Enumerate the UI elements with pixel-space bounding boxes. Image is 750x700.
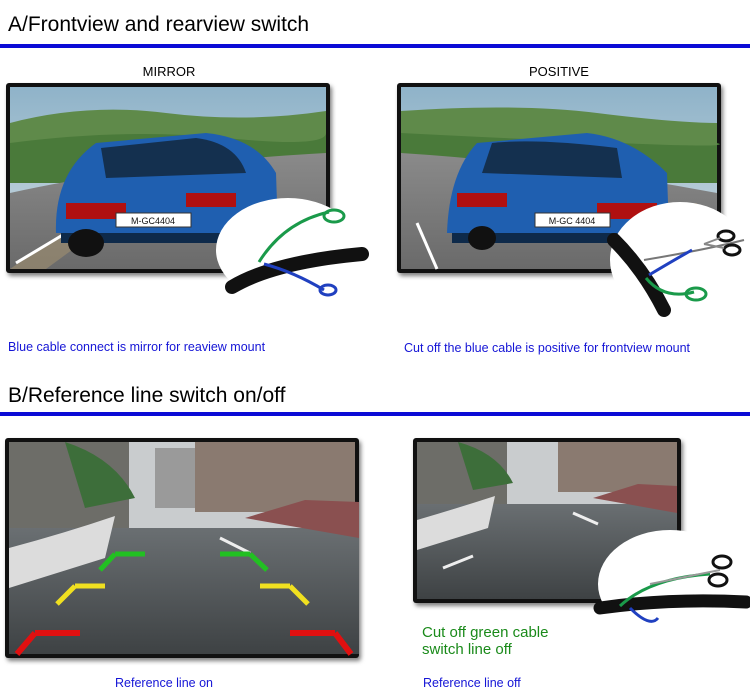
reference-line-off-caption: Reference line off: [423, 676, 521, 690]
section-a-title: A/Frontview and rearview switch: [8, 13, 310, 36]
positive-label: POSITIVE: [529, 64, 589, 79]
section-b-title: B/Reference line switch on/off: [8, 384, 286, 407]
green-wire-icon: [644, 277, 695, 296]
green-cable-note-line1: Cut off green cable: [422, 624, 549, 641]
positive-plate-text: M-GC 4404: [549, 216, 596, 226]
blue-wire-icon: [648, 248, 693, 277]
scissors-icon: [703, 229, 742, 257]
positive-caption: Cut off the blue cable is positive for f…: [404, 341, 691, 355]
reference-line-on-image: [5, 438, 359, 658]
mirror-car-image: M-GC4404: [6, 83, 330, 273]
section-b-divider: [0, 412, 750, 416]
mirror-plate-text: M-GC4404: [131, 216, 175, 226]
mirror-caption: Blue cable connect is mirror for reaview…: [8, 340, 266, 354]
green-wire-icon: [257, 210, 330, 263]
green-cable-note: Cut off green cable switch line off: [422, 624, 548, 658]
positive-wire-closeup: [604, 200, 750, 318]
reference-guide-lines: [14, 551, 354, 656]
green-cable-note-line2: switch line off: [422, 641, 512, 658]
reference-line-on-caption: Reference line on: [115, 676, 213, 690]
blue-wire-icon: [263, 262, 325, 292]
section-a-divider: [0, 44, 750, 48]
mirror-wire-closeup: [214, 182, 369, 302]
scissors-icon: [707, 554, 733, 588]
mirror-label: MIRROR: [142, 64, 196, 79]
blue-wire-icon: [628, 606, 660, 623]
green-cable-cut-closeup: [590, 528, 750, 640]
